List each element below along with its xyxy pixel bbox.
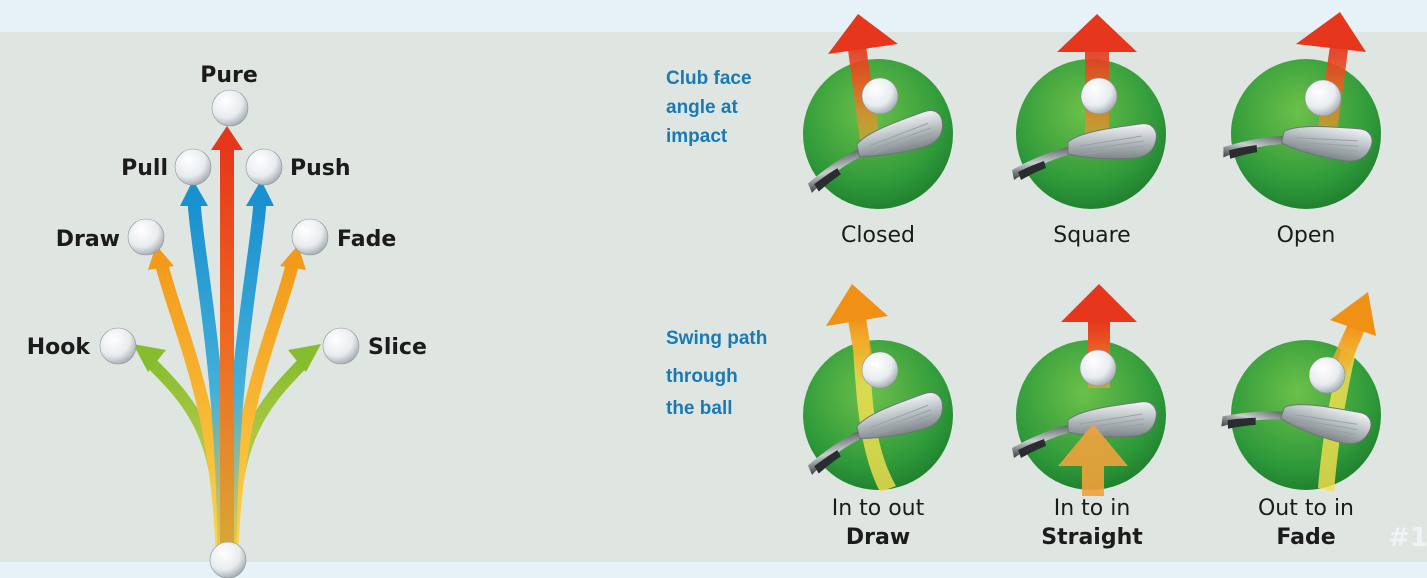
in-to-out-result-label: Draw xyxy=(846,525,910,550)
slice-label: Slice xyxy=(368,335,427,360)
square-arrowhead xyxy=(1057,14,1137,52)
open-ball-icon xyxy=(1305,80,1341,116)
in-to-in-label: In to in xyxy=(1054,496,1131,521)
closed-face-illustration xyxy=(798,14,953,209)
swing-path-heading: Swing path through the ball xyxy=(666,328,767,419)
hook-ball-icon xyxy=(100,328,136,364)
closed-label: Closed xyxy=(841,223,915,248)
closed-arrowhead xyxy=(828,14,898,54)
in-to-out-arrowhead xyxy=(826,284,888,326)
out-to-in-result-label: Fade xyxy=(1276,525,1335,550)
in-to-in-arrowhead xyxy=(1061,284,1137,322)
club-face-heading-line-3: impact xyxy=(666,126,728,147)
closed-ball-icon xyxy=(862,78,898,114)
fade-ball-icon xyxy=(292,219,328,255)
push-label: Push xyxy=(290,156,351,181)
swing-path-heading-line-2: through xyxy=(666,366,738,387)
club-face-heading-line-1: Club face xyxy=(666,68,752,89)
pull-label: Pull xyxy=(121,156,168,181)
swing-path-heading-line-1: Swing path xyxy=(666,328,767,349)
hook-label: Hook xyxy=(27,335,92,360)
open-face-illustration xyxy=(1221,12,1381,209)
draw-ball-icon xyxy=(128,219,164,255)
pull-ball-icon xyxy=(175,149,211,185)
tee-ball-icon xyxy=(210,542,246,578)
pure-arrowhead xyxy=(211,126,243,150)
page-number: #1 xyxy=(1388,523,1427,553)
in-to-out-illustration xyxy=(798,284,953,492)
square-ball-icon xyxy=(1081,78,1117,114)
club-face-heading-line-2: angle at xyxy=(666,97,738,118)
push-ball-icon xyxy=(246,149,282,185)
out-to-in-illustration xyxy=(1219,292,1381,492)
out-to-in-ball-icon xyxy=(1309,357,1345,393)
pure-ball-icon xyxy=(212,90,248,126)
open-arrowhead xyxy=(1296,12,1366,52)
pure-label: Pure xyxy=(200,63,258,88)
fade-label: Fade xyxy=(337,227,396,252)
club-face-heading: Club face angle at impact xyxy=(666,68,752,147)
swing-path-heading-line-3: the ball xyxy=(666,398,733,419)
draw-label: Draw xyxy=(56,227,120,252)
in-to-out-ball-icon xyxy=(862,352,898,388)
pure-trajectory-line xyxy=(220,146,234,548)
open-label: Open xyxy=(1277,223,1336,248)
in-to-in-ball-icon xyxy=(1080,350,1116,386)
slice-ball-icon xyxy=(323,328,359,364)
in-to-in-result-label: Straight xyxy=(1041,525,1143,550)
out-to-in-label: Out to in xyxy=(1258,496,1354,521)
trajectory-fan xyxy=(133,126,321,548)
in-to-out-label: In to out xyxy=(832,496,925,521)
square-face-illustration xyxy=(1012,14,1166,209)
in-to-in-illustration xyxy=(1012,284,1166,496)
square-label: Square xyxy=(1053,223,1130,248)
